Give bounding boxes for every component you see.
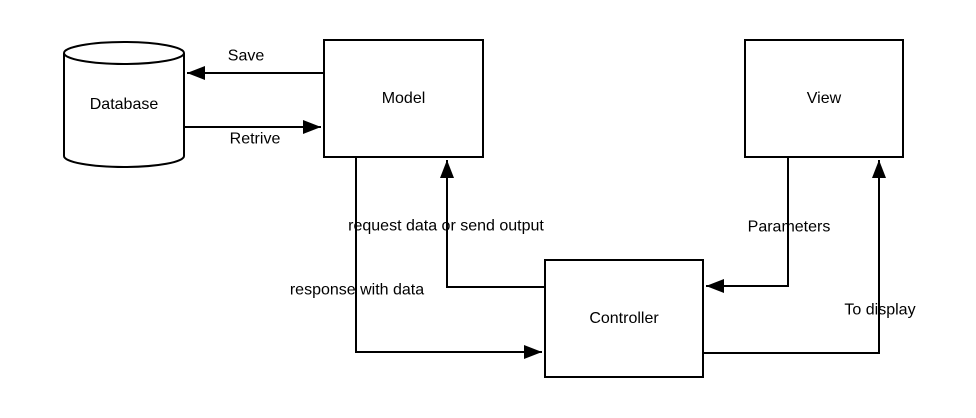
edge-parameters-arrow bbox=[706, 158, 789, 293]
node-view-label: View bbox=[806, 89, 842, 107]
node-database: Database bbox=[63, 41, 185, 168]
database-cylinder-icon bbox=[63, 41, 185, 168]
edge-label-parameters: Parameters bbox=[747, 218, 831, 236]
node-model: Model bbox=[323, 39, 484, 158]
edge-label-request-data: request data or send output bbox=[348, 217, 544, 235]
edge-label-to-display: To display bbox=[844, 301, 916, 319]
node-database-label: Database bbox=[89, 95, 159, 113]
node-controller: Controller bbox=[544, 259, 704, 378]
node-model-label: Model bbox=[381, 89, 426, 107]
edge-label-response-data: response with data bbox=[289, 281, 425, 299]
node-controller-label: Controller bbox=[589, 309, 659, 327]
node-view: View bbox=[744, 39, 904, 158]
edge-response-data-arrow bbox=[355, 158, 542, 359]
edge-label-save: Save bbox=[227, 47, 265, 65]
edge-request-data-arrow bbox=[440, 160, 544, 288]
edge-to-display-arrow bbox=[704, 160, 886, 354]
edge-label-retrive: Retrive bbox=[229, 130, 281, 148]
